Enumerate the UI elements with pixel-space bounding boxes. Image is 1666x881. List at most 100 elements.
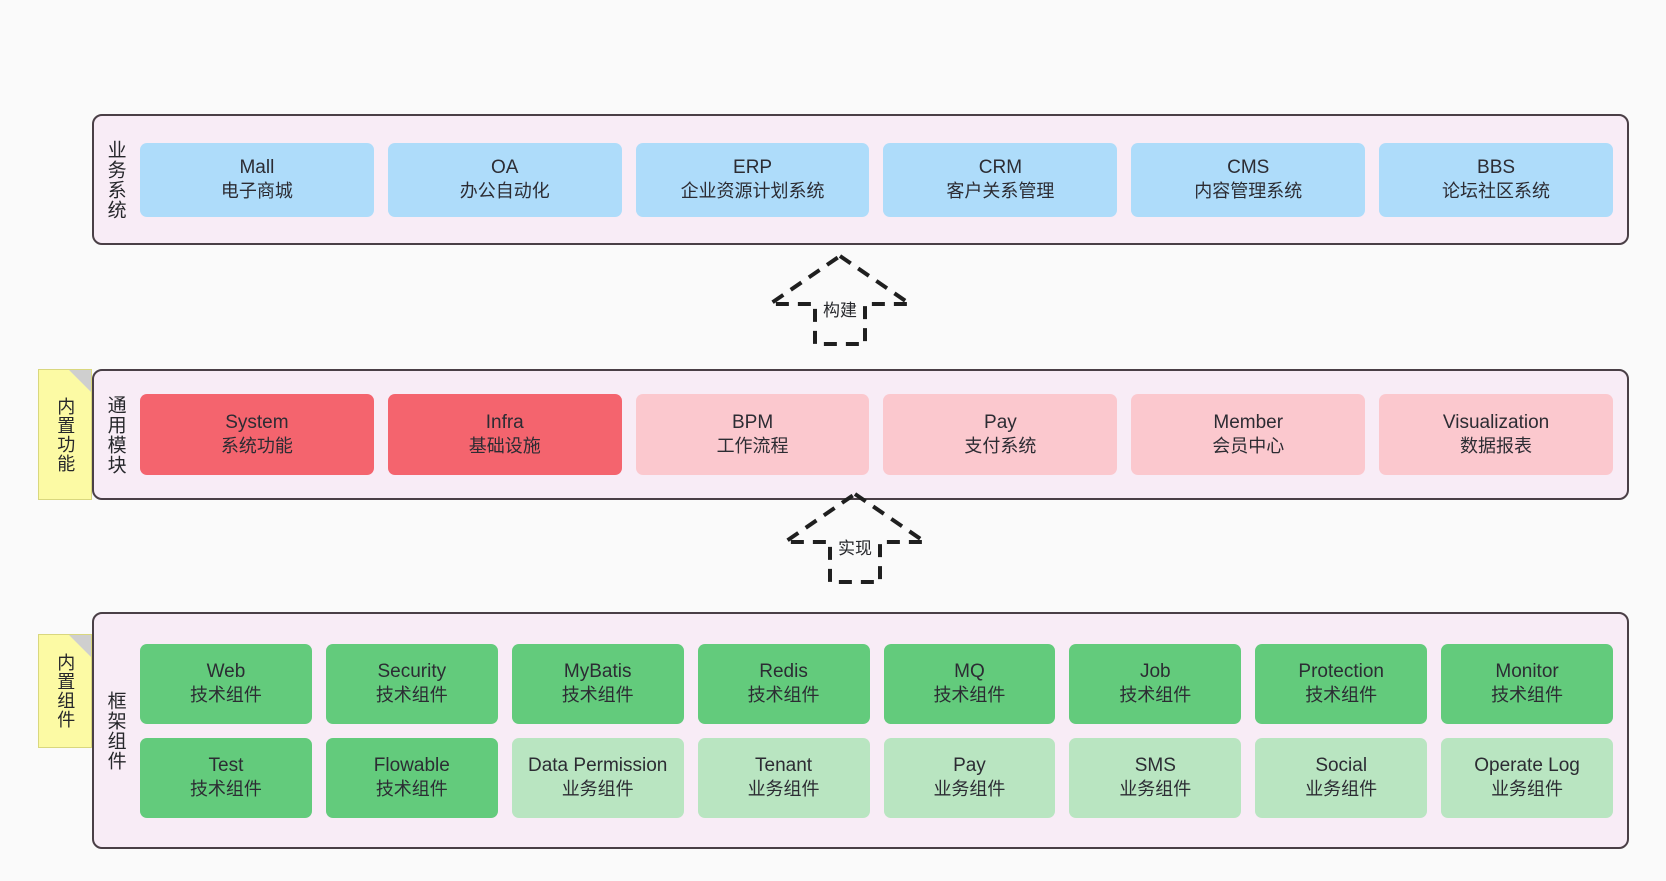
card-infra-en: Infra [485,411,524,433]
card-oa-cn: 办公自动化 [459,181,550,202]
card-web-cn: 技术组件 [189,685,262,706]
layer-common-module-body: System 系统功能 Infra 基础设施 BPM 工作流程 Pay 支付系统… [136,371,1627,498]
card-infra[interactable]: Infra 基础设施 [387,394,622,475]
card-erp[interactable]: ERP 企业资源计划系统 [635,142,870,217]
card-redis-cn: 技术组件 [747,685,820,706]
card-bbs-en: BBS [1477,156,1516,178]
card-monitor[interactable]: Monitor 技术组件 [1441,643,1613,724]
card-social[interactable]: Social 业务组件 [1255,737,1428,818]
card-system[interactable]: System 系统功能 [140,394,374,475]
card-bpm-cn: 工作流程 [716,436,789,457]
card-tenant[interactable]: Tenant 业务组件 [697,737,870,818]
card-sms[interactable]: SMS 业务组件 [1069,737,1242,818]
card-flowable-en: Flowable [373,754,450,776]
card-bbs-cn: 论坛社区系统 [1442,181,1551,202]
layer-business-system-title: 业务系统 [104,139,126,220]
common-module-row: System 系统功能 Infra 基础设施 BPM 工作流程 Pay 支付系统… [140,394,1613,475]
card-mall[interactable]: Mall 电子商城 [140,142,374,217]
card-cms[interactable]: CMS 内容管理系统 [1131,142,1366,217]
card-operate-log[interactable]: Operate Log 业务组件 [1441,737,1613,818]
card-social-en: Social [1315,754,1368,776]
card-pay-module-cn: 支付系统 [964,436,1037,457]
card-mq[interactable]: MQ 技术组件 [883,643,1056,724]
card-member-en: Member [1213,411,1284,433]
layer-business-system: 业务系统 Mall 电子商城 OA 办公自动化 ERP 企业资源计划系统 CRM… [92,114,1629,245]
card-protection-en: Protection [1298,660,1384,682]
card-visualization-cn: 数据报表 [1460,436,1533,457]
card-cms-cn: 内容管理系统 [1194,181,1303,202]
layer-framework-component: 框架组件 Web 技术组件 Security 技术组件 MyBatis 技术组件… [92,612,1629,849]
card-mybatis-cn: 技术组件 [561,685,634,706]
card-bpm-en: BPM [731,411,774,433]
card-mall-cn: 电子商城 [220,181,293,202]
card-flowable-cn: 技术组件 [375,779,448,800]
card-security-cn: 技术组件 [375,685,448,706]
layer-common-module-title: 通用模块 [104,394,126,475]
card-visualization[interactable]: Visualization 数据报表 [1379,394,1613,475]
card-redis[interactable]: Redis 技术组件 [697,643,870,724]
card-protection-cn: 技术组件 [1305,685,1378,706]
sticky-note-builtin-components: 内置组件 [38,634,92,748]
card-pay-component-en: Pay [953,754,986,776]
arrow-build-outline [763,253,917,346]
sticky-note-builtin-components-label: 内置组件 [55,653,76,729]
generalization-arrow-realize: 实现 [775,490,935,586]
card-test[interactable]: Test 技术组件 [140,737,312,818]
card-data-permission[interactable]: Data Permission 业务组件 [511,737,684,818]
card-visualization-en: Visualization [1442,411,1550,433]
card-protection[interactable]: Protection 技术组件 [1255,643,1428,724]
card-oa-en: OA [491,156,519,178]
card-crm[interactable]: CRM 客户关系管理 [883,142,1118,217]
card-test-cn: 技术组件 [189,779,262,800]
card-monitor-en: Monitor [1495,660,1559,682]
card-web-en: Web [206,660,246,682]
card-oa[interactable]: OA 办公自动化 [387,142,622,217]
card-operate-log-en: Operate Log [1474,754,1580,776]
framework-tech-row: Web 技术组件 Security 技术组件 MyBatis 技术组件 Redi… [140,643,1613,724]
card-sms-cn: 业务组件 [1119,779,1192,800]
card-security-en: Security [377,660,447,682]
card-crm-cn: 客户关系管理 [946,181,1055,202]
card-system-en: System [225,411,289,433]
card-job[interactable]: Job 技术组件 [1069,643,1242,724]
framework-business-row: Test 技术组件 Flowable 技术组件 Data Permission … [140,737,1613,818]
card-social-cn: 业务组件 [1305,779,1378,800]
card-member-cn: 会员中心 [1212,436,1285,457]
card-security[interactable]: Security 技术组件 [325,643,498,724]
card-crm-en: CRM [978,156,1023,178]
card-member[interactable]: Member 会员中心 [1131,394,1366,475]
card-sms-en: SMS [1134,754,1176,776]
business-system-row: Mall 电子商城 OA 办公自动化 ERP 企业资源计划系统 CRM 客户关系… [140,142,1613,217]
card-tenant-cn: 业务组件 [747,779,820,800]
card-mybatis[interactable]: MyBatis 技术组件 [511,643,684,724]
sticky-note-builtin-features: 内置功能 [38,369,92,500]
card-mq-cn: 技术组件 [933,685,1006,706]
card-test-en: Test [208,754,244,776]
layer-business-system-body: Mall 电子商城 OA 办公自动化 ERP 企业资源计划系统 CRM 客户关系… [136,116,1627,243]
card-data-permission-en: Data Permission [527,754,668,776]
card-erp-cn: 企业资源计划系统 [680,181,825,202]
card-data-permission-cn: 业务组件 [561,779,634,800]
card-bbs[interactable]: BBS 论坛社区系统 [1379,142,1613,217]
card-bpm[interactable]: BPM 工作流程 [635,394,870,475]
layer-framework-component-title: 框架组件 [104,690,126,771]
card-erp-en: ERP [733,156,773,178]
card-web[interactable]: Web 技术组件 [140,643,312,724]
card-pay-module-en: Pay [984,411,1017,433]
card-pay-component[interactable]: Pay 业务组件 [883,737,1056,818]
card-job-cn: 技术组件 [1119,685,1192,706]
arrow-realize-outline [778,491,932,584]
card-tenant-en: Tenant [755,754,813,776]
card-monitor-cn: 技术组件 [1491,685,1564,706]
card-redis-en: Redis [759,660,808,682]
card-infra-cn: 基础设施 [468,436,541,457]
card-pay-component-cn: 业务组件 [933,779,1006,800]
card-flowable[interactable]: Flowable 技术组件 [325,737,498,818]
card-job-en: Job [1139,660,1171,682]
card-cms-en: CMS [1227,156,1270,178]
sticky-note-builtin-features-label: 内置功能 [55,396,76,473]
generalization-arrow-build: 构建 [760,252,920,348]
layer-framework-component-body: Web 技术组件 Security 技术组件 MyBatis 技术组件 Redi… [136,614,1627,847]
card-pay-module[interactable]: Pay 支付系统 [883,394,1118,475]
layer-common-module: 通用模块 System 系统功能 Infra 基础设施 BPM 工作流程 Pay… [92,369,1629,500]
